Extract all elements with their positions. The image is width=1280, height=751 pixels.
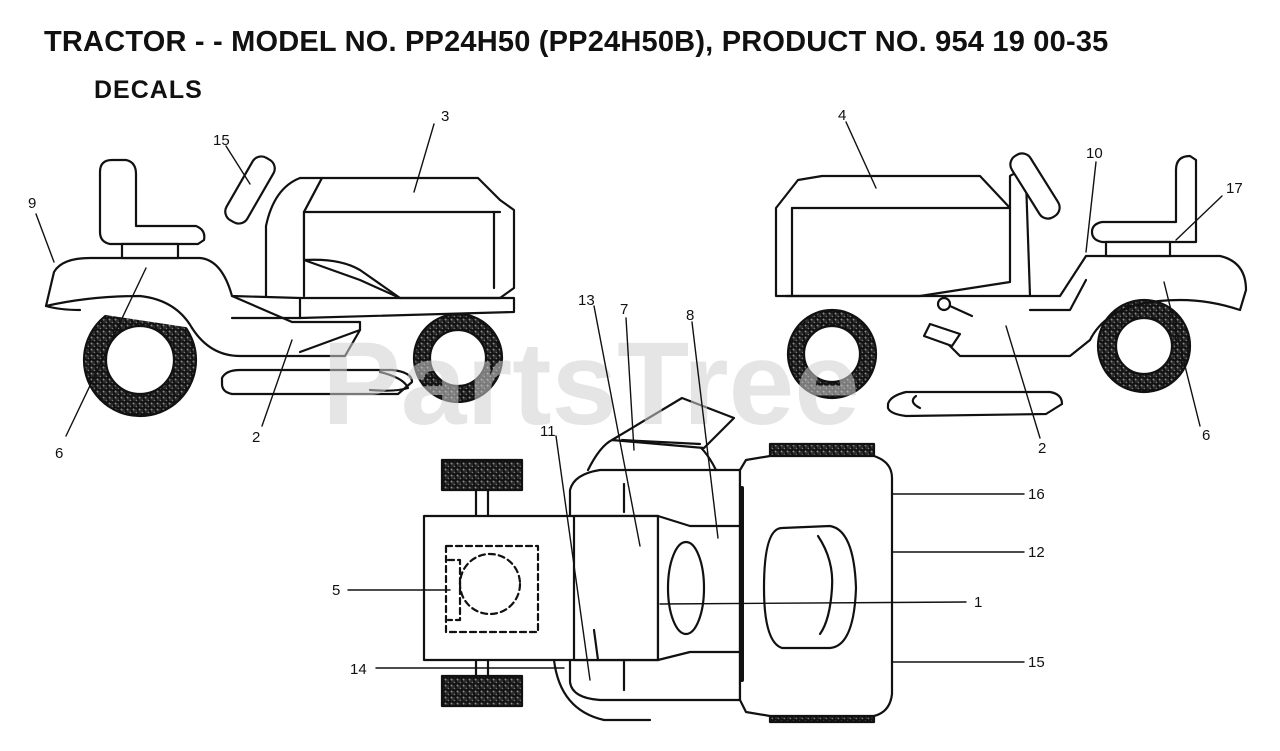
callout-11: 11 <box>540 423 556 440</box>
hood-right-view <box>774 174 1012 298</box>
callout-7: 7 <box>620 301 628 318</box>
mower-deck-left-view <box>220 368 414 396</box>
rear-fender-left-view <box>44 256 302 330</box>
callout-2-left-view: 2 <box>252 429 260 446</box>
callout-17: 17 <box>1226 180 1243 197</box>
callout-9: 9 <box>28 195 36 212</box>
callout-4: 4 <box>838 107 846 124</box>
callout-6-left-view: 6 <box>55 445 63 462</box>
hood-top-view <box>738 454 894 718</box>
callout-10: 10 <box>1086 145 1103 162</box>
watermark: PartsTree <box>322 318 860 450</box>
seat-left-view <box>98 158 206 246</box>
tractor-left-side-view <box>44 155 516 418</box>
callout-16: 16 <box>1028 486 1045 503</box>
seat-plate-top-view <box>610 396 736 450</box>
tractor-right-side-view <box>774 152 1248 418</box>
rear-tire-top-left <box>440 458 524 492</box>
leader-lines <box>35 121 1223 681</box>
page-title: TRACTOR - - MODEL NO. PP24H50 (PP24H50B)… <box>44 26 1109 58</box>
rear-tire-top-bottom <box>440 674 524 708</box>
mower-deck-right-view <box>886 390 1064 418</box>
callout-13: 13 <box>578 292 595 309</box>
battery-outline <box>444 544 540 634</box>
callout-8: 8 <box>686 307 694 324</box>
callout-1: 1 <box>974 594 982 611</box>
callout-14: 14 <box>350 661 367 678</box>
callout-15-top-view: 15 <box>1028 654 1045 671</box>
seat-right-view <box>1090 154 1198 244</box>
callout-6-right-view: 6 <box>1202 427 1210 444</box>
callout-2-right-view: 2 <box>1038 440 1046 457</box>
tractor-top-view <box>422 396 894 724</box>
callout-3: 3 <box>441 108 449 125</box>
hood-left-view <box>302 176 516 300</box>
section-title: DECALS <box>94 76 203 104</box>
callout-15-left-view: 15 <box>213 132 230 149</box>
callout-12: 12 <box>1028 544 1045 561</box>
callout-5: 5 <box>332 582 340 599</box>
